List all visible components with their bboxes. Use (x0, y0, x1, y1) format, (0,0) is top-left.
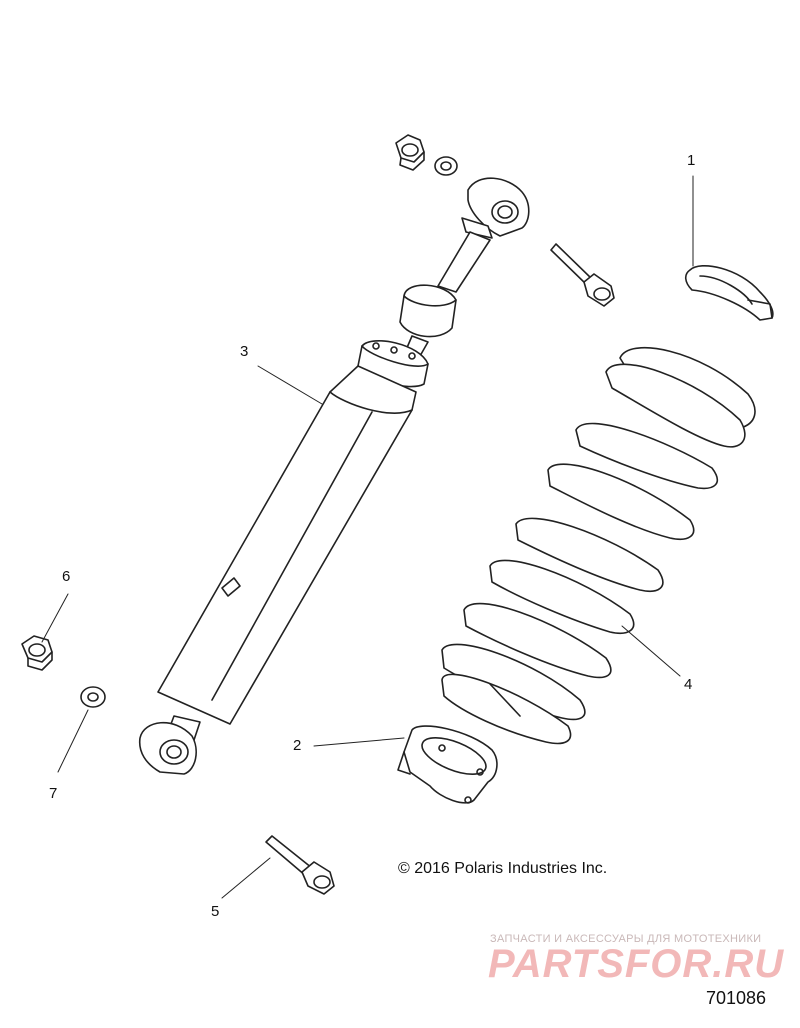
callout-4: 4 (684, 676, 693, 693)
upper-mount-bolt (550, 243, 615, 307)
callout-5: 5 (211, 903, 220, 920)
leader-line-3 (257, 365, 323, 405)
callout-6: 6 (62, 568, 71, 585)
spring-retainer-clip (684, 265, 774, 321)
coil-spring (441, 346, 756, 745)
callout-3: 3 (240, 343, 249, 360)
copyright-notice: © 2016 Polaris Industries Inc. (398, 860, 608, 877)
diagram-id: 701086 (706, 988, 767, 1008)
callout-2: 2 (293, 737, 302, 754)
leader-line-2 (313, 737, 405, 747)
top-flange-nut (395, 134, 425, 171)
top-washer (434, 156, 458, 176)
lower-mount-bolt (265, 835, 335, 895)
watermark-caption: ЗАПЧАСТИ И АКСЕССУАРЫ ДЛЯ МОТОТЕХНИКИ (490, 933, 762, 945)
callout-7: 7 (49, 785, 58, 802)
leader-line-5 (221, 857, 271, 899)
leader-line-6 (41, 593, 69, 643)
lower-spring-seat (397, 725, 498, 804)
leader-lines (41, 175, 694, 899)
callout-1: 1 (687, 152, 696, 169)
leader-line-7 (57, 709, 89, 773)
lower-flange-nut (21, 635, 53, 671)
shock-absorber (138, 177, 530, 775)
leader-line-4 (621, 625, 681, 677)
lower-washer (80, 686, 106, 708)
watermark-brand: PARTSFOR.RU (488, 942, 785, 986)
